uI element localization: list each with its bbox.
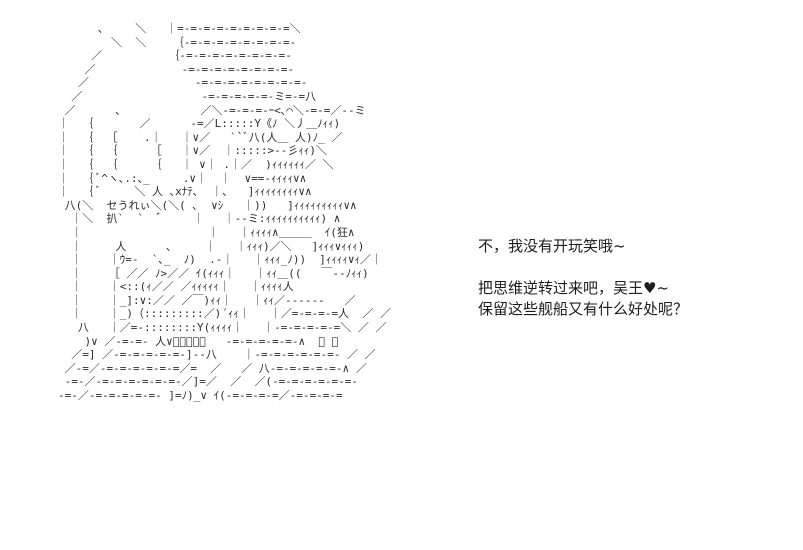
dialogue-line-3: 保留这些舰船又有什么好处呢？ [478, 300, 689, 318]
dialogue-line-1: 不，我没有开玩笑哦~ [478, 237, 626, 255]
ascii-art-figure: 、 ＼ ｜=-=-=-=-=-=-=-=-=＼ ＼ ＼ ｛-=-=-=-=-=-… [58, 22, 391, 403]
dialogue-block: 不，我没有开玩笑哦~ 把思维逆转过来吧，吴王♥~ 保留这些舰船又有什么好处呢？ [478, 236, 778, 320]
dialogue-spacer [478, 257, 778, 278]
dialogue-line-2: 把思维逆转过来吧，吴王♥~ [478, 279, 670, 297]
